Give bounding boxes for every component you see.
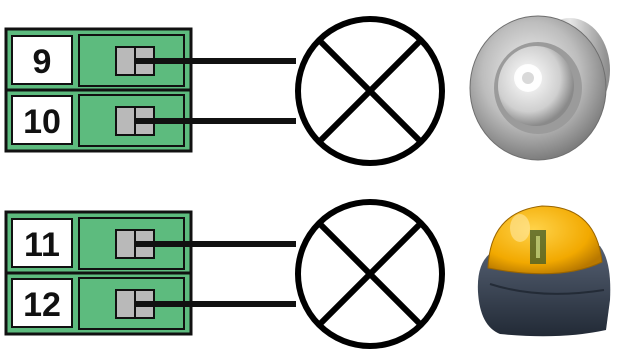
lamp-symbol-1 [295, 16, 445, 166]
terminal-label-12: 12 [23, 286, 61, 324]
terminal-block-2: 11 12 [4, 210, 193, 336]
recessed-led-light-photo [469, 15, 610, 161]
screw-icon [115, 106, 155, 136]
terminal-label-9: 9 [33, 43, 52, 81]
terminal-10: 10 [11, 94, 185, 147]
terminal-label-10: 10 [23, 103, 61, 141]
amber-flashing-beacon-photo [477, 205, 611, 337]
terminal-11: 11 [11, 217, 185, 270]
terminal-block-1: 9 10 [4, 27, 193, 153]
terminal-label-11: 11 [24, 226, 60, 264]
lamp-symbol-2 [295, 199, 445, 349]
